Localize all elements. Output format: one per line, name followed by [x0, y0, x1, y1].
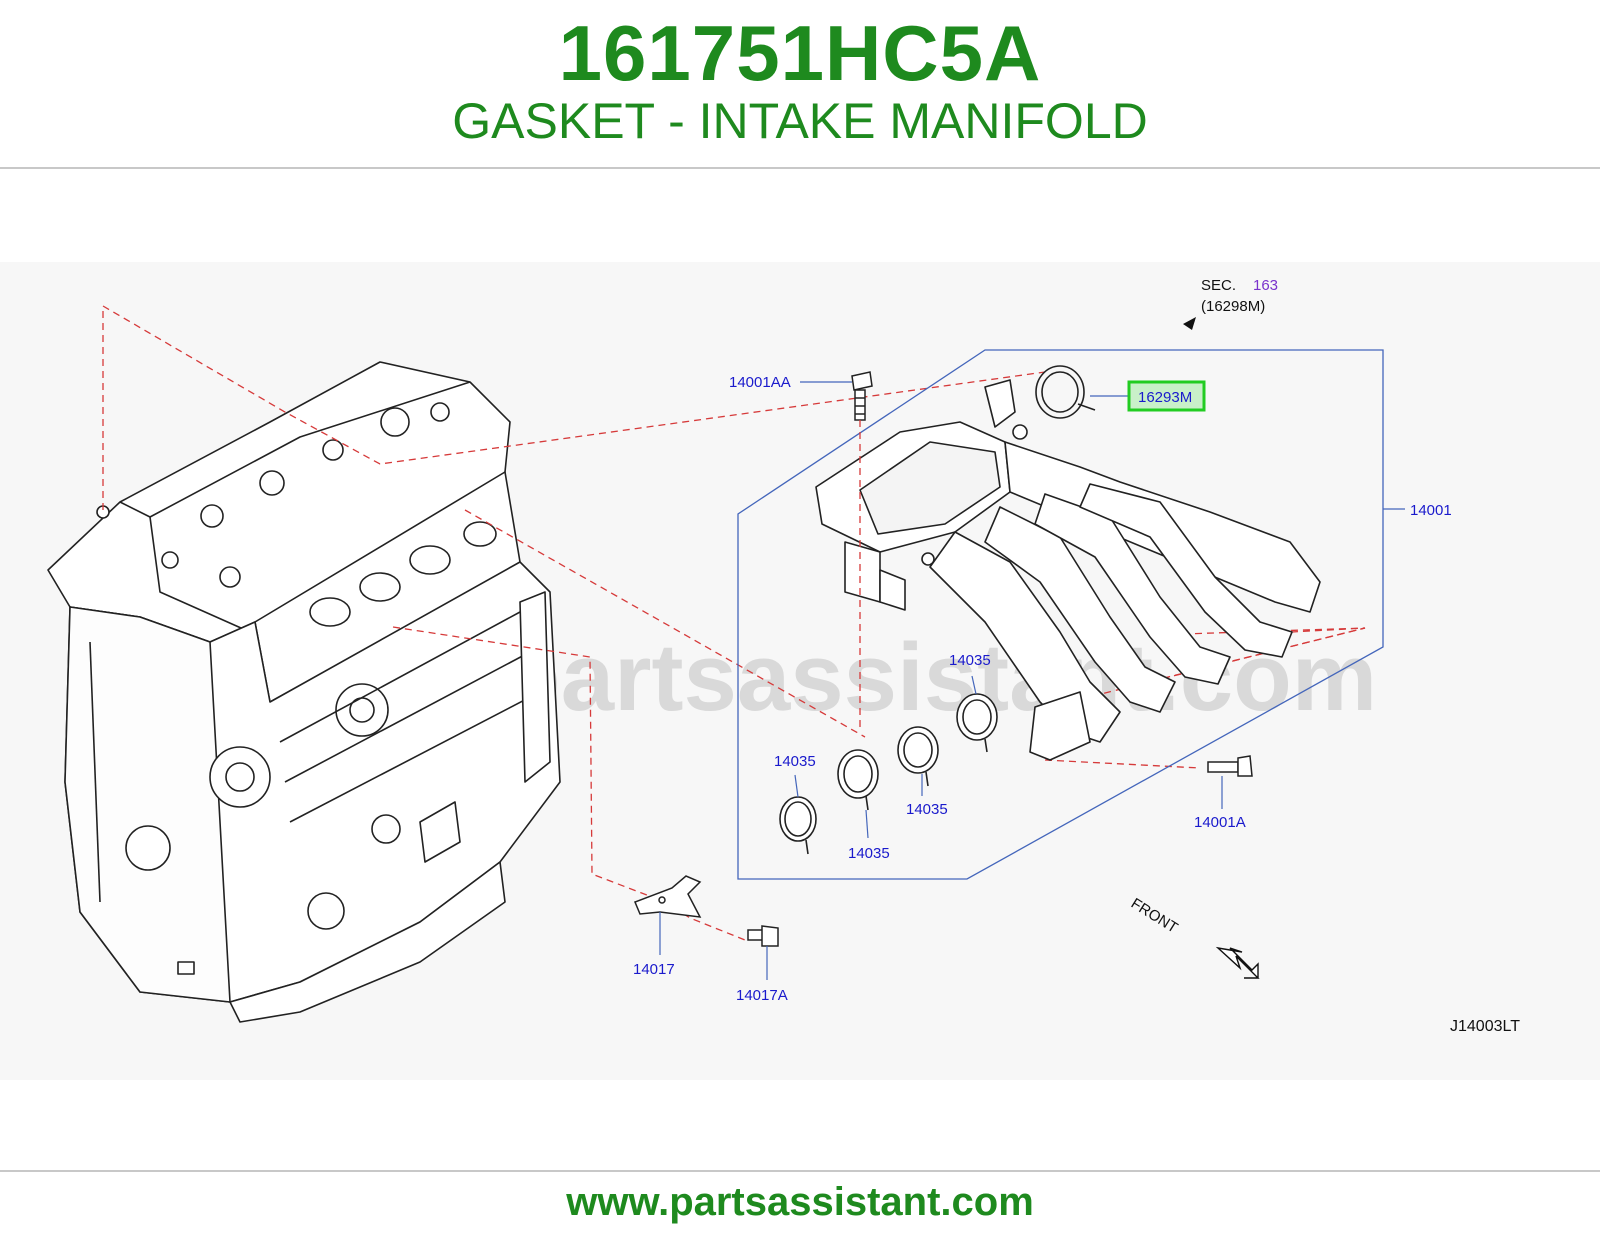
part-number-title: 161751HC5A [558, 9, 1042, 97]
bolt-14001a [1207, 755, 1253, 777]
callout-14035-d[interactable]: 14035 [848, 845, 890, 862]
callout-14035-b[interactable]: 14035 [774, 753, 816, 770]
header-divider [0, 167, 1600, 169]
section-ref-arrow-icon [1183, 317, 1196, 330]
gasket-14035-set [779, 693, 998, 855]
parts-diagram: www.partsassistant.com [0, 262, 1600, 1080]
callout-14001aa[interactable]: 14001AA [729, 374, 791, 391]
section-ref-number[interactable]: 163 [1253, 277, 1278, 294]
bolt-14001aa [851, 371, 873, 421]
section-ref-label: SEC. [1201, 277, 1236, 294]
highlight-box [1127, 380, 1206, 412]
section-ref-part: (16298M) [1201, 298, 1265, 315]
gasket-14035-1 [779, 796, 817, 855]
gasket-ring-16293m [1035, 365, 1096, 419]
callout-14035-a[interactable]: 14035 [949, 652, 991, 669]
callout-14017a[interactable]: 14017A [736, 987, 788, 1004]
bracket-14017 [634, 875, 702, 918]
footer-url-link[interactable]: www.partsassistant.com [566, 1180, 1034, 1224]
callout-leaders [659, 381, 1405, 980]
gasket-14035-3 [897, 726, 939, 787]
gasket-14035-4 [956, 693, 998, 753]
gasket-14035-2 [837, 749, 879, 811]
callout-14017[interactable]: 14017 [633, 961, 675, 978]
diagram-code: J14003LT [1450, 1018, 1520, 1035]
front-arrow-icon [1215, 946, 1260, 979]
footer-divider [0, 1170, 1600, 1172]
diagram-canvas: www.partsassistant.com [47, 277, 1520, 1035]
callout-14035-c[interactable]: 14035 [906, 801, 948, 818]
callout-14001a[interactable]: 14001A [1194, 814, 1246, 831]
callout-14001[interactable]: 14001 [1410, 502, 1452, 519]
front-label: FRONT [1128, 895, 1181, 937]
intake-manifold-illustration [815, 379, 1321, 761]
page-header: 161751HC5A GASKET - INTAKE MANIFOLD [0, 0, 1600, 168]
engine-block-illustration [47, 361, 561, 1023]
callout-16293m[interactable]: 16293M [1138, 389, 1192, 406]
part-name-subtitle: GASKET - INTAKE MANIFOLD [452, 93, 1148, 149]
component-group-outline [737, 349, 1384, 880]
bolt-14017a [747, 925, 779, 947]
